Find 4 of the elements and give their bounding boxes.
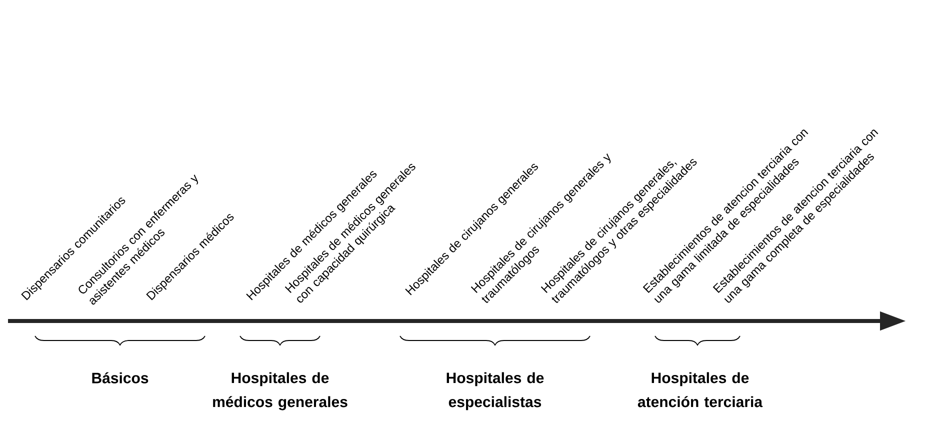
category-label: Hospitales de médicos generales [213,372,348,410]
category-label: Básicos [92,372,148,384]
category-label: Hospitales de atención terciaria [638,372,763,408]
category-label: Hospitales de especialistas [446,372,544,410]
